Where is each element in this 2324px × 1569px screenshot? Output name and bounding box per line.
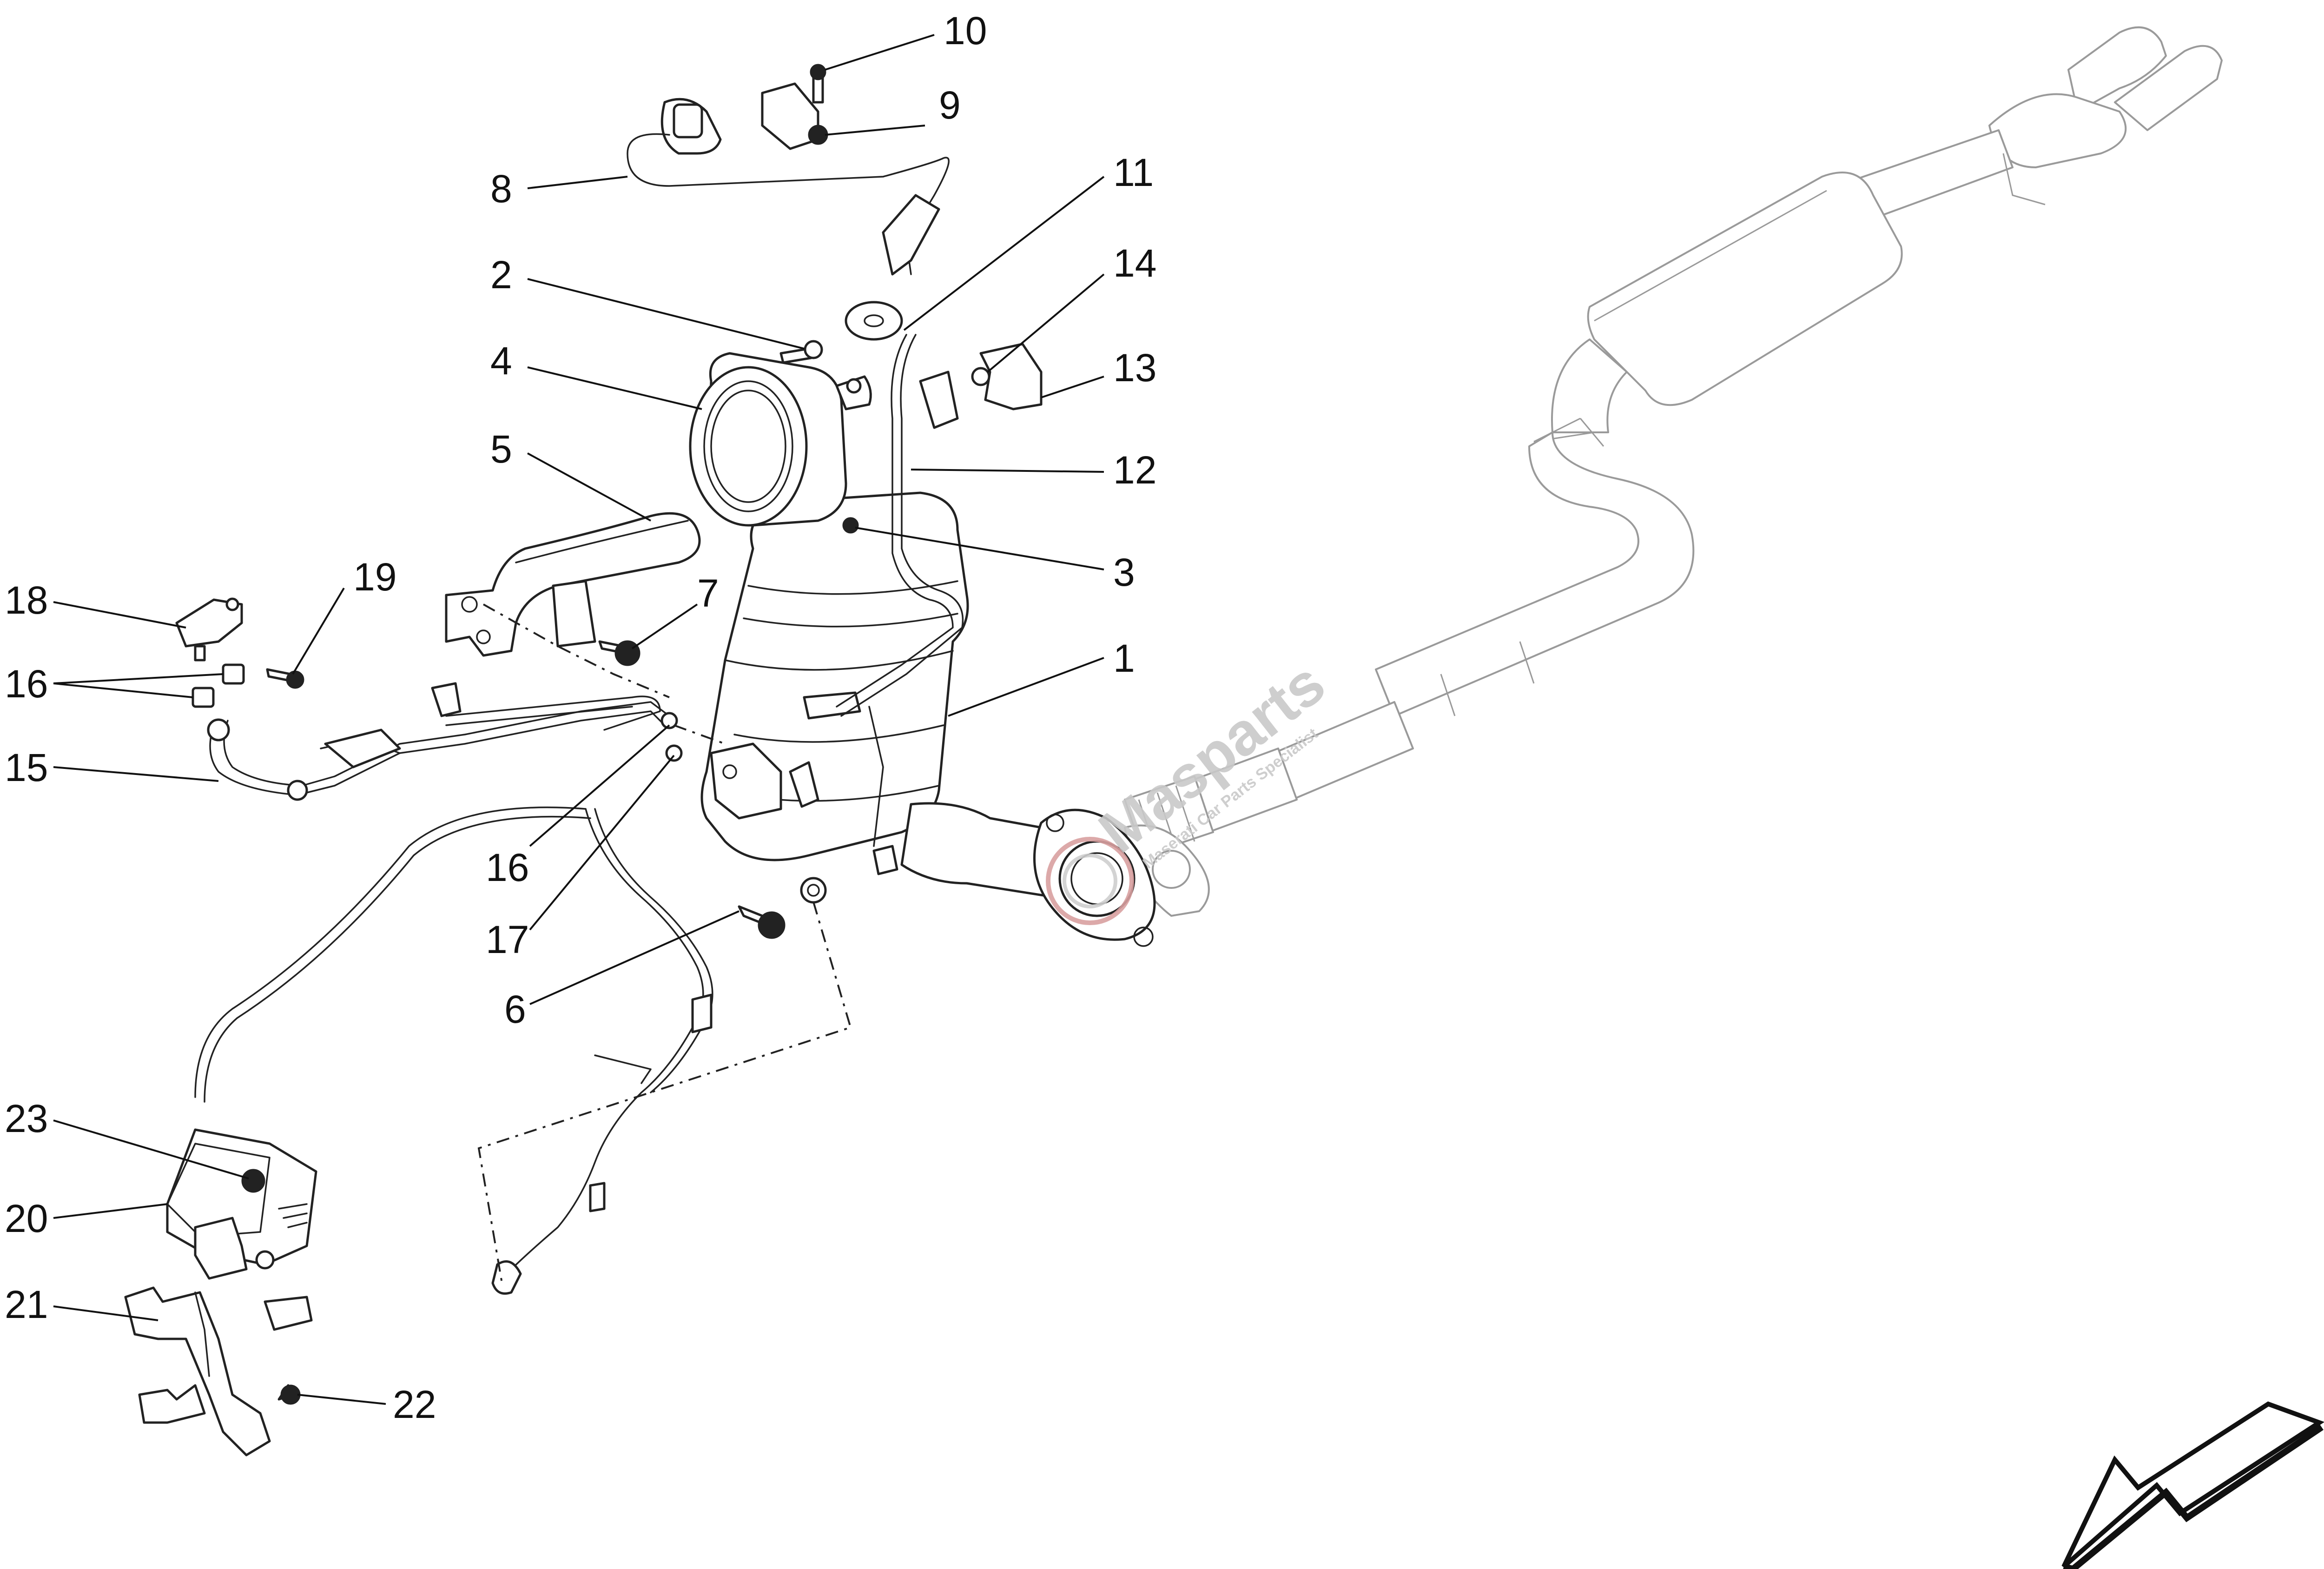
callout-8: 8 [490,167,512,211]
pressure-line [207,682,683,801]
callout-23: 23 [5,1097,48,1140]
callout-10: 10 [944,9,987,53]
callout-17: 17 [486,918,529,961]
control-module [166,1128,317,1280]
leader-lines [53,34,1105,1405]
callout-11: 11 [1113,151,1154,194]
bolt-6 [738,905,786,939]
catalytic-converter [689,352,1156,947]
oxygen-sensor-lead [627,64,950,276]
pressure-pipe [836,334,1043,875]
callout-18: 18 [5,578,48,622]
callout-3: 3 [1113,550,1135,594]
callout-1: 1 [1113,636,1135,680]
callout-6: 6 [504,987,526,1031]
mounting-bracket [124,1286,313,1456]
callout-9: 9 [939,83,961,127]
nut-3 [842,517,859,534]
wiring-harness [194,806,713,1295]
callout-14: 14 [1113,241,1156,285]
callout-13: 13 [1113,346,1156,390]
callout-7: 7 [697,571,719,615]
callout-22: 22 [393,1383,436,1426]
heat-shield-pipe [445,512,701,657]
callout-5: 5 [490,427,512,471]
clips-16 [191,663,245,708]
callout-2: 2 [490,253,512,297]
callout-12: 12 [1113,448,1156,492]
callout-16: 16 [486,846,529,889]
bolt-2 [779,340,823,364]
callout-15: 15 [5,746,48,789]
rear-exhaust-ghost [1124,26,2223,917]
pressure-sensor-18 [175,597,243,662]
front-direction-arrow [2061,1401,2324,1569]
callout-20: 20 [5,1197,48,1240]
assembly-dashed-lines [477,603,852,1284]
callout-16: 16 [5,662,48,706]
grommet [845,301,903,341]
callout-4: 4 [490,339,512,383]
callout-19: 19 [353,555,396,599]
bolt-7 [598,640,640,666]
callout-21: 21 [5,1283,48,1326]
bolt-19 [266,668,304,689]
callout-labels: 10 9 8 11 14 2 13 4 5 12 3 19 18 7 1 16 … [5,9,1156,1426]
